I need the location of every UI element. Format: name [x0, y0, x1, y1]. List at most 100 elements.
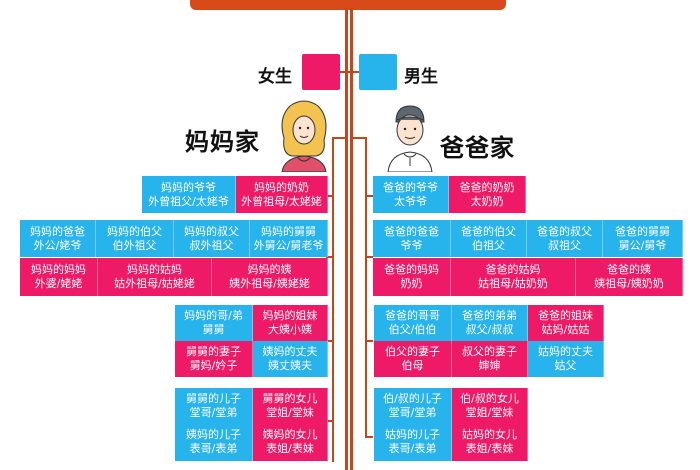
- kin-title: 妈妈的叔父: [184, 224, 239, 238]
- kin-box-mothers-elder-uncle: 妈妈的伯父 伯外祖父: [96, 220, 174, 257]
- kin-term: 姨外祖母/姨姥姥: [229, 277, 310, 290]
- kin-box-maternal-uncles-wife: 舅舅的妻子 舅妈/妗子: [175, 341, 253, 377]
- kin-title: 叔父的妻子: [462, 345, 517, 358]
- mother-branch-vertical: [332, 137, 334, 462]
- kin-title: 妈妈的妈妈: [31, 263, 86, 276]
- kin-term: 堂姐/堂妹: [465, 405, 514, 419]
- kin-term: 叔祖父: [548, 238, 581, 252]
- kin-box-younger-uncles-wife: 叔父的妻子 婶婶: [452, 341, 528, 377]
- mother-tick-4: [326, 420, 334, 422]
- kin-term: 叔外祖父: [189, 238, 234, 252]
- kin-box-paternal-uncles-daughter: 伯/叔的女儿 堂姐/堂妹: [452, 388, 528, 423]
- kin-term: 伯外祖父: [112, 238, 157, 252]
- mother-branch-top: [332, 137, 348, 139]
- kin-title: 妈妈的哥/弟: [184, 309, 243, 322]
- kin-title: 舅舅的妻子: [186, 345, 241, 358]
- kin-title: 爸爸的姑妈: [485, 263, 541, 276]
- kin-title: 伯父的妻子: [385, 345, 440, 358]
- kin-term: 伯母: [401, 359, 424, 372]
- kin-term: 姑祖母/姑奶奶: [478, 277, 548, 290]
- female-legend-label: 女生: [258, 67, 292, 87]
- kin-title: 姑妈的女儿: [462, 428, 517, 441]
- kin-box-fathers-maternal-uncle: 爸爸的舅舅 舅公/舅爷: [603, 220, 683, 257]
- kin-title: 舅舅的儿子: [186, 391, 241, 405]
- kin-box-maternal-aunts-son: 姨妈的儿子 表哥/表弟: [175, 423, 253, 461]
- kin-box-mothers-maternal-uncle: 妈妈的舅舅 外舅公/舅老爷: [250, 220, 328, 257]
- mother-side-title: 妈妈家: [185, 128, 260, 156]
- male-legend-label: 男生: [404, 67, 438, 87]
- kin-box-elder-uncles-wife: 伯父的妻子 伯母: [374, 341, 452, 377]
- kin-title: 爸爸的姐妹: [538, 309, 593, 322]
- kin-term: 大姨小姨: [268, 323, 312, 336]
- legend-connector: [340, 71, 360, 73]
- kin-title: 姑妈的丈夫: [538, 345, 593, 358]
- kin-box-fathers-elder-brother: 爸爸的哥哥 伯父/伯伯: [374, 305, 452, 341]
- kin-title: 爸爸的弟弟: [462, 309, 517, 322]
- kin-box-paternal-uncles-son: 伯/叔的儿子 堂哥/堂弟: [374, 388, 452, 423]
- trunk-line-right: [350, 8, 353, 470]
- kin-title: 爸爸的妈妈: [384, 263, 439, 276]
- kin-title: 姑妈的儿子: [385, 428, 440, 441]
- kin-term: 太爷爷: [394, 194, 427, 208]
- kin-term: 表哥/表弟: [388, 442, 437, 455]
- kin-term: 奶奶: [400, 277, 423, 290]
- father-tick-3: [365, 340, 373, 342]
- kin-term: 舅妈/妗子: [189, 359, 238, 372]
- father-tick-4: [365, 436, 373, 438]
- kin-term: 姑父: [554, 359, 577, 372]
- kin-term: 伯祖父: [472, 238, 505, 252]
- kin-term: 表姐/表妹: [465, 442, 514, 455]
- kin-box-fathers-grandmother: 爸爸的奶奶 太奶奶: [449, 176, 526, 213]
- kin-title: 姨妈的儿子: [186, 428, 241, 441]
- kin-term: 外婆/姥姥: [34, 277, 83, 290]
- father-branch-top: [350, 137, 367, 139]
- kin-title: 爸爸的奶奶: [459, 180, 515, 194]
- kin-term: 堂哥/堂弟: [189, 405, 238, 419]
- trunk-line-left: [345, 8, 348, 470]
- father-side-title: 爸爸家: [440, 134, 515, 162]
- kin-title: 妈妈的姑妈: [127, 263, 182, 276]
- kin-box-paternal-aunts-son: 姑妈的儿子 表哥/表弟: [374, 423, 452, 461]
- kin-title: 爸爸的舅舅: [615, 224, 670, 238]
- father-branch-vertical: [365, 137, 367, 437]
- kin-box-fathers-father: 爸爸的爸爸 爷爷: [373, 220, 451, 257]
- kin-title: 妈妈的伯父: [107, 224, 162, 238]
- kin-title: 伯/叔的儿子: [383, 391, 442, 405]
- kin-title: 妈妈的奶奶: [254, 180, 309, 194]
- kin-term: 爷爷: [400, 238, 423, 252]
- kin-title: 爸爸的叔父: [537, 224, 592, 238]
- kin-title: 姨妈的丈夫: [262, 345, 318, 358]
- kin-box-fathers-elder-uncle: 爸爸的伯父 伯祖父: [451, 220, 527, 257]
- mother-tick-1: [326, 195, 334, 197]
- kin-box-mothers-grandfather: 妈妈的爷爷 外曾祖父/太姥爷: [142, 176, 236, 213]
- kin-term: 外公/姥爷: [33, 238, 82, 252]
- kin-title: 妈妈的爷爷: [161, 180, 216, 194]
- kin-box-mothers-father: 妈妈的爸爸 外公/姥爷: [20, 220, 96, 257]
- father-tick-1: [365, 195, 373, 197]
- kin-term: 叔父/叔叔: [465, 323, 514, 336]
- kin-term: 姨丈姨夫: [268, 359, 312, 372]
- kin-term: 太奶奶: [470, 194, 504, 208]
- kin-title: 妈妈的姨: [247, 263, 292, 276]
- kin-box-maternal-aunts-daughter: 姨妈的女儿 表姐/表妹: [253, 423, 328, 461]
- kin-term: 伯父/伯伯: [388, 323, 437, 336]
- kin-title: 姨妈的女儿: [262, 428, 318, 441]
- kin-box-fathers-younger-uncle: 爸爸的叔父 叔祖父: [527, 220, 603, 257]
- kin-box-maternal-uncles-son: 舅舅的儿子 堂哥/堂弟: [175, 388, 253, 423]
- kin-term: 表姐/表妹: [266, 442, 314, 455]
- kin-title: 爸爸的哥哥: [385, 309, 440, 322]
- kin-term: 舅公/舅爷: [618, 238, 667, 252]
- title-bar: [190, 0, 506, 10]
- kin-title: 舅舅的女儿: [262, 391, 318, 405]
- mother-tick-2: [326, 256, 334, 258]
- kin-box-paternal-aunts-husband: 姑妈的丈夫 姑父: [528, 341, 604, 377]
- kin-box-mothers-grandmother: 妈妈的奶奶 外曾祖母/太姥姥: [236, 176, 328, 213]
- kin-box-fathers-grandfather: 爸爸的爷爷 太爷爷: [373, 176, 449, 213]
- kin-box-fathers-mother: 爸爸的妈妈 奶奶: [373, 258, 451, 296]
- kin-term: 堂姐/堂妹: [266, 405, 314, 419]
- kin-box-mothers-mother: 妈妈的妈妈 外婆/姥姥: [20, 258, 98, 296]
- man-avatar-icon: [387, 105, 433, 172]
- kin-box-fathers-sister: 爸爸的姐妹 姑妈/姑姑: [528, 305, 604, 341]
- kin-box-fathers-paternal-aunt: 爸爸的姑妈 姑祖母/姑奶奶: [451, 258, 576, 296]
- kin-term: 舅舅: [202, 323, 225, 336]
